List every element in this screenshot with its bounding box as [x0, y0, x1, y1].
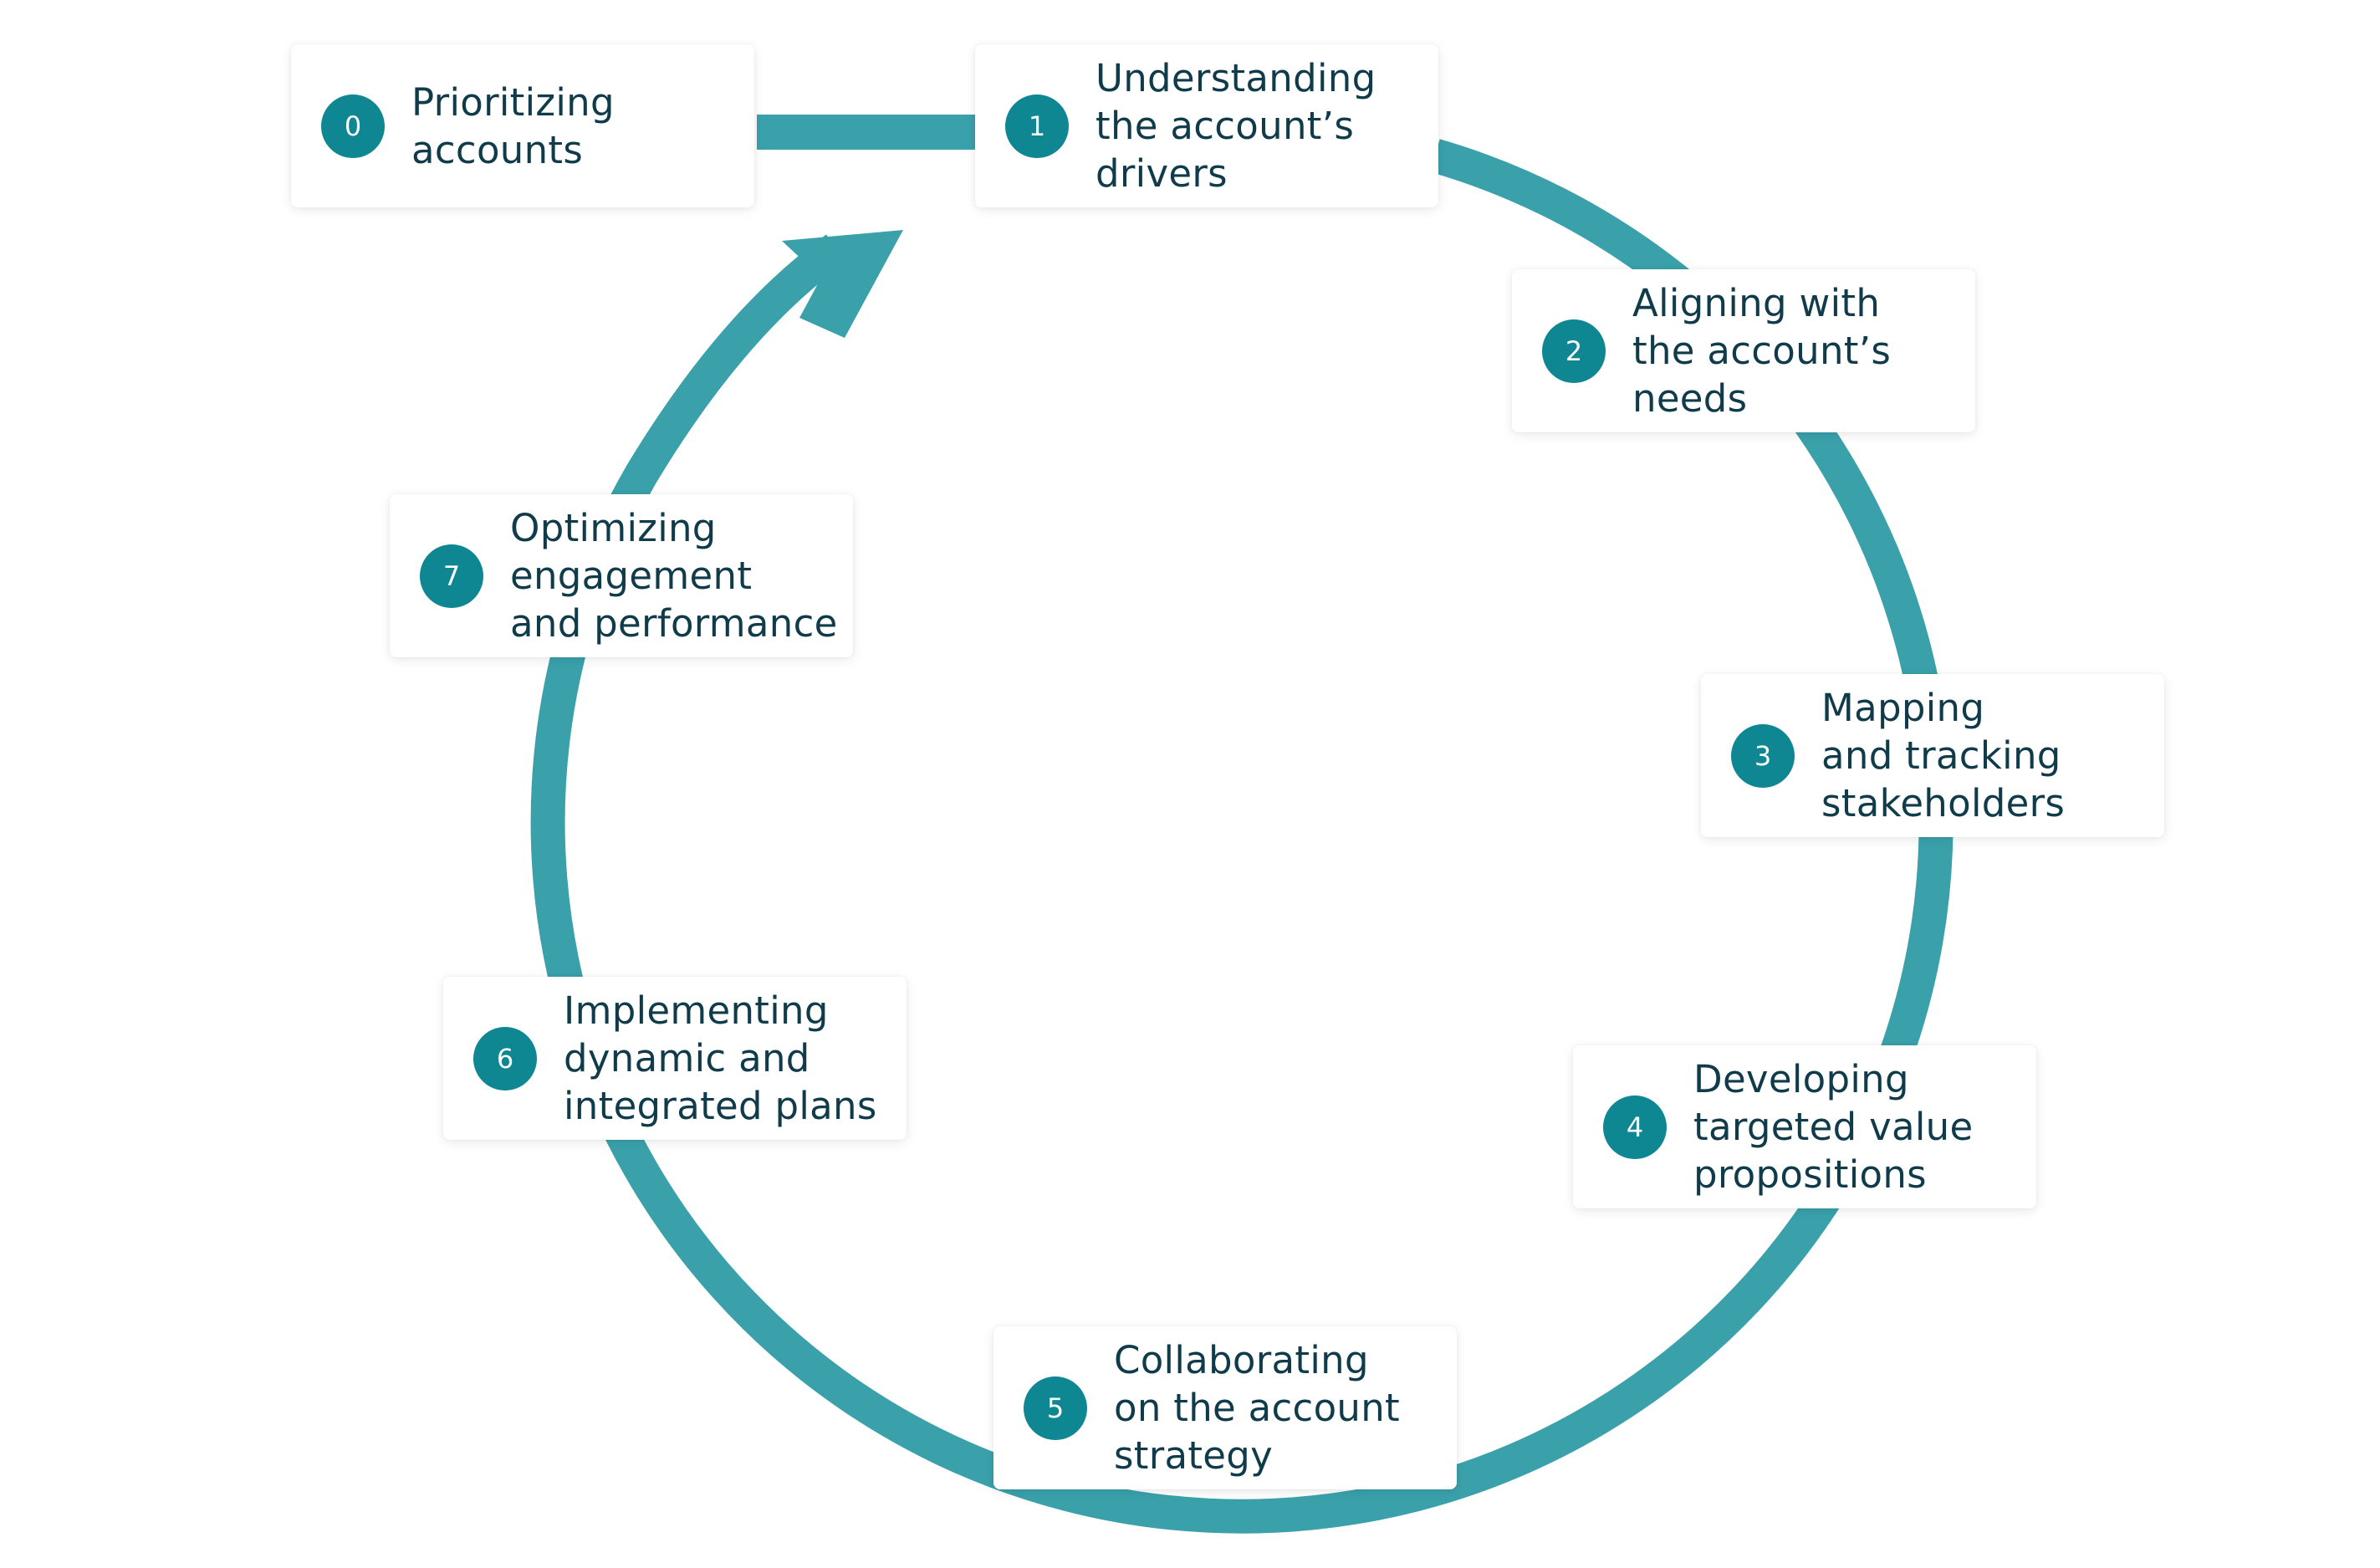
step-label: Collaborating on the account strategy: [1114, 1338, 1400, 1478]
connector-bar: [757, 115, 978, 150]
step-number-badge: 7: [420, 544, 483, 608]
step-card-5: 5 Collaborating on the account strategy: [993, 1326, 1457, 1489]
step-card-3: 3 Mapping and tracking stakeholders: [1701, 674, 2164, 837]
step-number-badge: 2: [1542, 319, 1606, 383]
step-card-0: 0 Prioritizing accounts: [291, 44, 754, 207]
cycle-arrowhead: [782, 230, 903, 338]
step-card-6: 6 Implementing dynamic and integrated pl…: [443, 977, 907, 1140]
step-number-badge: 6: [473, 1026, 537, 1090]
step-card-1: 1 Understanding the account’s drivers: [975, 44, 1438, 207]
step-number-badge: 4: [1603, 1095, 1667, 1159]
step-label: Aligning with the account’s needs: [1632, 281, 1892, 421]
step-label: Mapping and tracking stakeholders: [1821, 686, 2066, 825]
step-card-4: 4 Developing targeted value propositions: [1573, 1045, 2036, 1208]
step-label: Optimizing engagement and performance: [510, 506, 838, 646]
step-label: Prioritizing accounts: [411, 79, 615, 172]
step-number-badge: 3: [1731, 723, 1795, 788]
step-card-2: 2 Aligning with the account’s needs: [1512, 269, 1975, 432]
step-number-badge: 1: [1005, 94, 1069, 158]
step-number-badge: 0: [321, 94, 385, 158]
step-label: Developing targeted value propositions: [1693, 1057, 1974, 1197]
step-number-badge: 5: [1024, 1376, 1087, 1440]
step-label: Implementing dynamic and integrated plan…: [564, 988, 877, 1128]
step-card-7: 7 Optimizing engagement and performance: [390, 494, 853, 657]
step-label: Understanding the account’s drivers: [1096, 56, 1376, 196]
